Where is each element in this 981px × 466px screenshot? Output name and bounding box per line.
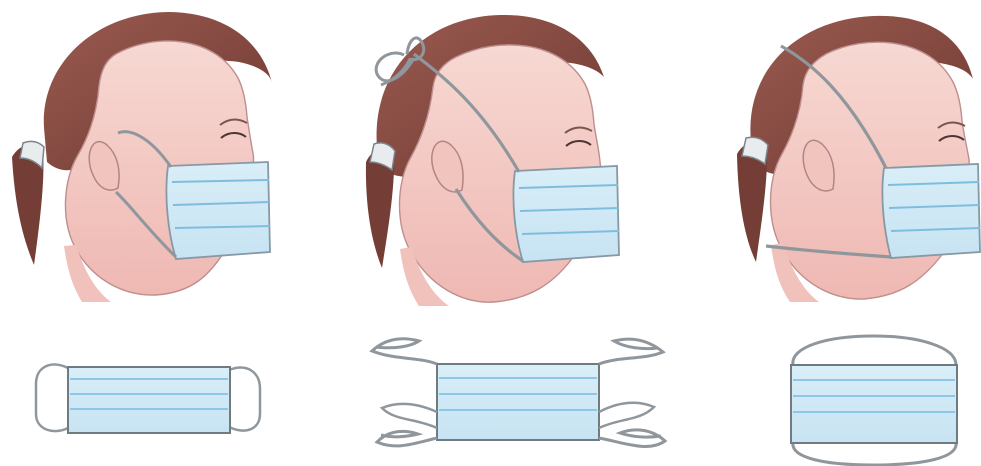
left-loop xyxy=(36,365,68,432)
flat-headband-mask xyxy=(791,336,957,465)
mask-body xyxy=(513,166,619,262)
person-headband-mask xyxy=(737,16,980,302)
upper-band xyxy=(793,336,956,365)
mask-body xyxy=(882,164,980,258)
mask-panel xyxy=(68,367,230,433)
person-tie-mask xyxy=(366,15,619,306)
mask-body xyxy=(166,162,270,259)
upper-left-tie xyxy=(372,339,437,364)
right-loop xyxy=(229,368,260,431)
lower-left-tie xyxy=(377,431,437,446)
lower-band xyxy=(793,442,956,465)
left-string-extra xyxy=(382,404,437,428)
lower-right-tie xyxy=(599,430,665,447)
mask-panel xyxy=(437,364,599,440)
right-string-extra xyxy=(599,403,654,428)
mask-panel xyxy=(791,365,957,443)
person-ear-loop-mask xyxy=(12,12,272,302)
upper-right-tie xyxy=(599,339,663,364)
flat-tie-mask xyxy=(372,339,665,447)
flat-ear-loop-mask xyxy=(36,365,260,433)
